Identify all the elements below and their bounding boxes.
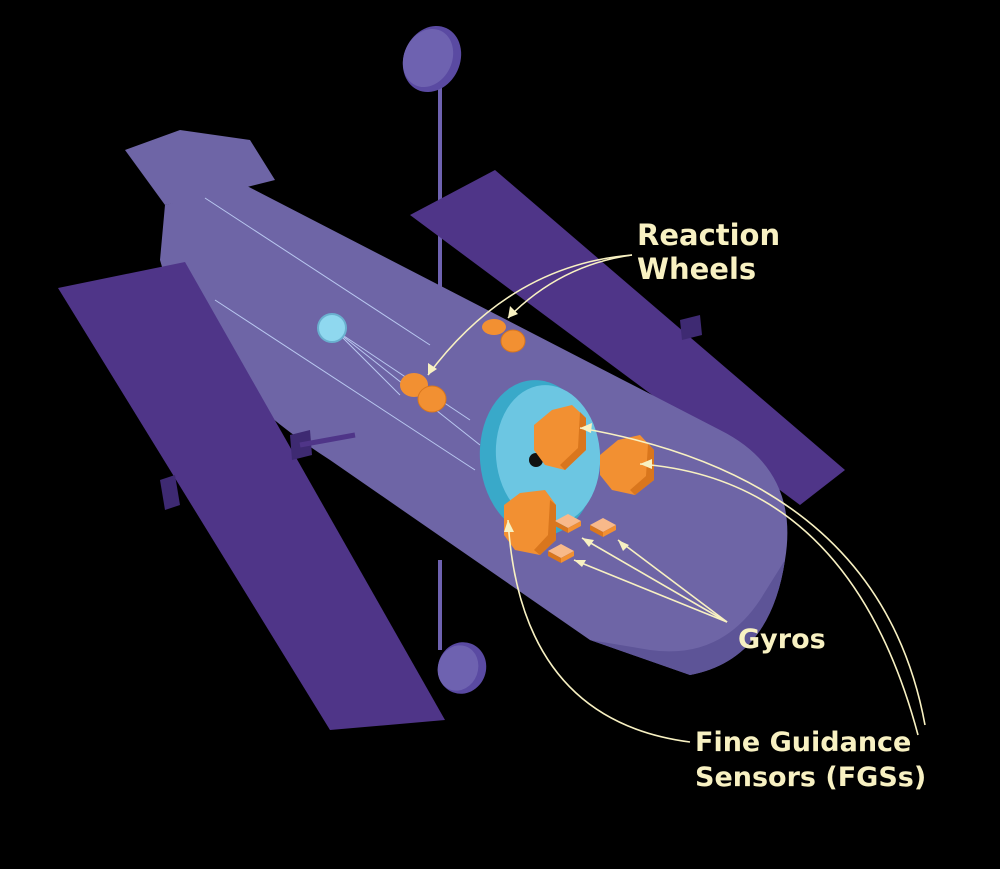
high-gain-antenna-lower bbox=[437, 560, 487, 694]
arrow-reaction-wheel-upper bbox=[507, 254, 633, 319]
gyro-2 bbox=[590, 518, 616, 537]
callout-arrowheads bbox=[428, 306, 652, 567]
reaction-wheel-lower bbox=[400, 373, 447, 413]
arrow-gyro-1 bbox=[581, 537, 728, 623]
arrow-gyro-2 bbox=[617, 539, 728, 623]
solar-array-right bbox=[410, 170, 845, 505]
label-fgs-line1: Fine Guidance bbox=[695, 727, 911, 758]
telescope-body bbox=[125, 130, 788, 675]
label-reaction-wheels-line2: Wheels bbox=[637, 252, 756, 286]
arrowhead-reaction-wheel-upper bbox=[508, 306, 518, 318]
label-fgs-line2: Sensors (FGSs) bbox=[695, 762, 926, 793]
arrow-fgs-right bbox=[639, 463, 919, 736]
label-gyros: Gyros bbox=[738, 624, 826, 655]
fine-guidance-sensor-bottom bbox=[504, 490, 556, 555]
gyro-3 bbox=[548, 544, 574, 563]
gyro-1 bbox=[555, 514, 581, 533]
high-gain-antenna-upper bbox=[402, 25, 462, 300]
fine-guidance-sensor-right bbox=[600, 435, 654, 495]
solar-array-left bbox=[58, 262, 445, 730]
arrow-fgs-bottom bbox=[507, 519, 691, 743]
reaction-wheel-upper bbox=[482, 319, 526, 353]
arrowhead-fgs-top bbox=[580, 423, 592, 433]
arrowhead-fgs-right bbox=[640, 459, 652, 469]
arrowhead-gyro-3 bbox=[574, 560, 586, 567]
callout-arrows bbox=[427, 254, 926, 743]
arrow-gyro-3 bbox=[573, 559, 728, 623]
arrow-reaction-wheel-lower bbox=[427, 254, 633, 376]
arrowhead-gyro-1 bbox=[582, 538, 594, 547]
fine-guidance-sensor-top bbox=[534, 405, 586, 470]
arrow-fgs-top bbox=[579, 427, 926, 726]
arrowhead-gyro-2 bbox=[618, 540, 629, 551]
arrowhead-reaction-wheel-lower bbox=[428, 363, 437, 375]
secondary-mirror bbox=[317, 313, 347, 343]
label-reaction-wheels-line1: Reaction bbox=[637, 218, 780, 252]
arrowhead-fgs-bottom bbox=[504, 520, 514, 532]
